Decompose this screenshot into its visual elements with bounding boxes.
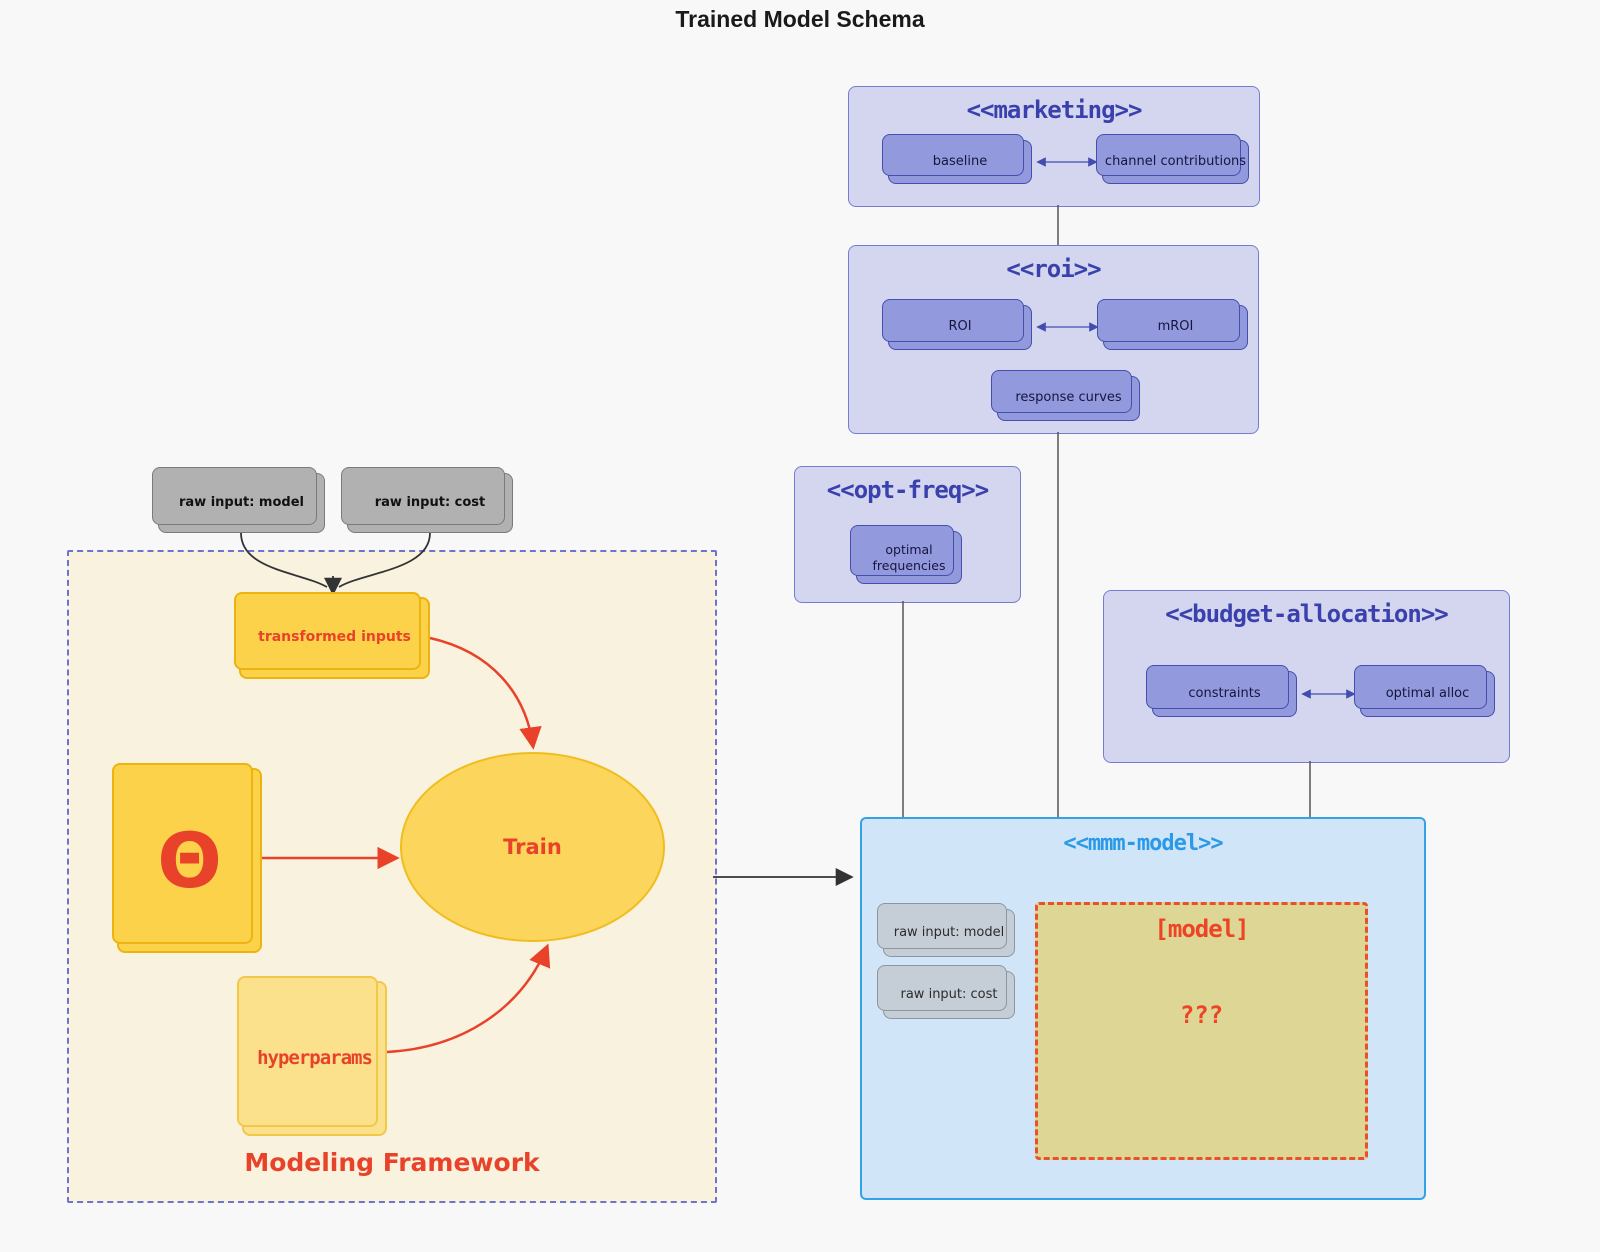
model-box-label: [model] [1154,915,1249,943]
marketing-group-title: <<marketing>> [966,96,1143,124]
transformed-inputs-label: transformed inputs [258,629,411,646]
mroi-label: mROI [1157,319,1194,335]
train-node: Train [400,752,665,942]
response-curves-label: response curves [1015,390,1122,406]
roi-label: ROI [948,319,972,335]
train-label: Train [503,834,562,859]
modeling-framework-label: Modeling Framework [244,1148,540,1177]
optimal-alloc-label: optimal alloc [1385,685,1470,701]
hyperparams-node: hyperparams [237,976,387,1136]
mmm-raw-input-model-node: raw input: model [877,903,1015,957]
model-unknown-label: ??? [1179,1001,1224,1029]
mroi-node: mROI [1097,299,1248,350]
optimal-alloc-node: optimal alloc [1354,665,1495,717]
budget-allocation-group-title: <<budget-allocation>> [1165,600,1448,628]
constraints-node: constraints [1146,665,1297,717]
transformed-inputs-node: transformed inputs [234,592,430,679]
optimal-frequencies-node: optimal frequencies [850,525,962,584]
baseline-node: baseline [882,134,1032,184]
mmm-model-group-title: <<mmm-model>> [1063,831,1223,856]
channel-contributions-node: channel contributions [1096,134,1249,184]
theta-node: Θ [112,763,262,953]
raw-input-model-label: raw input: model [179,494,304,510]
raw-input-cost-label: raw input: cost [374,494,486,510]
theta-label: Θ [157,816,222,905]
response-curves-node: response curves [991,370,1140,421]
roi-node: ROI [882,299,1032,350]
raw-input-model-node: raw input: model [152,467,325,533]
mmm-raw-input-cost-label: raw input: cost [900,986,998,1002]
optimal-frequencies-label: optimal frequencies [872,541,946,573]
baseline-label: baseline [932,153,988,169]
mmm-raw-input-cost-node: raw input: cost [877,965,1015,1019]
diagram-title: Trained Model Schema [675,6,925,32]
mmm-raw-input-model-label: raw input: model [893,924,1005,940]
constraints-label: constraints [1188,685,1261,701]
hyperparams-label: hyperparams [257,1046,373,1069]
opt-freq-group-title: <<opt-freq>> [826,476,989,504]
model-placeholder-box: [model] ??? [1035,902,1368,1160]
raw-input-cost-node: raw input: cost [341,467,513,533]
roi-group-title: <<roi>> [1006,255,1101,283]
channel-contributions-label: channel contributions [1104,153,1247,169]
